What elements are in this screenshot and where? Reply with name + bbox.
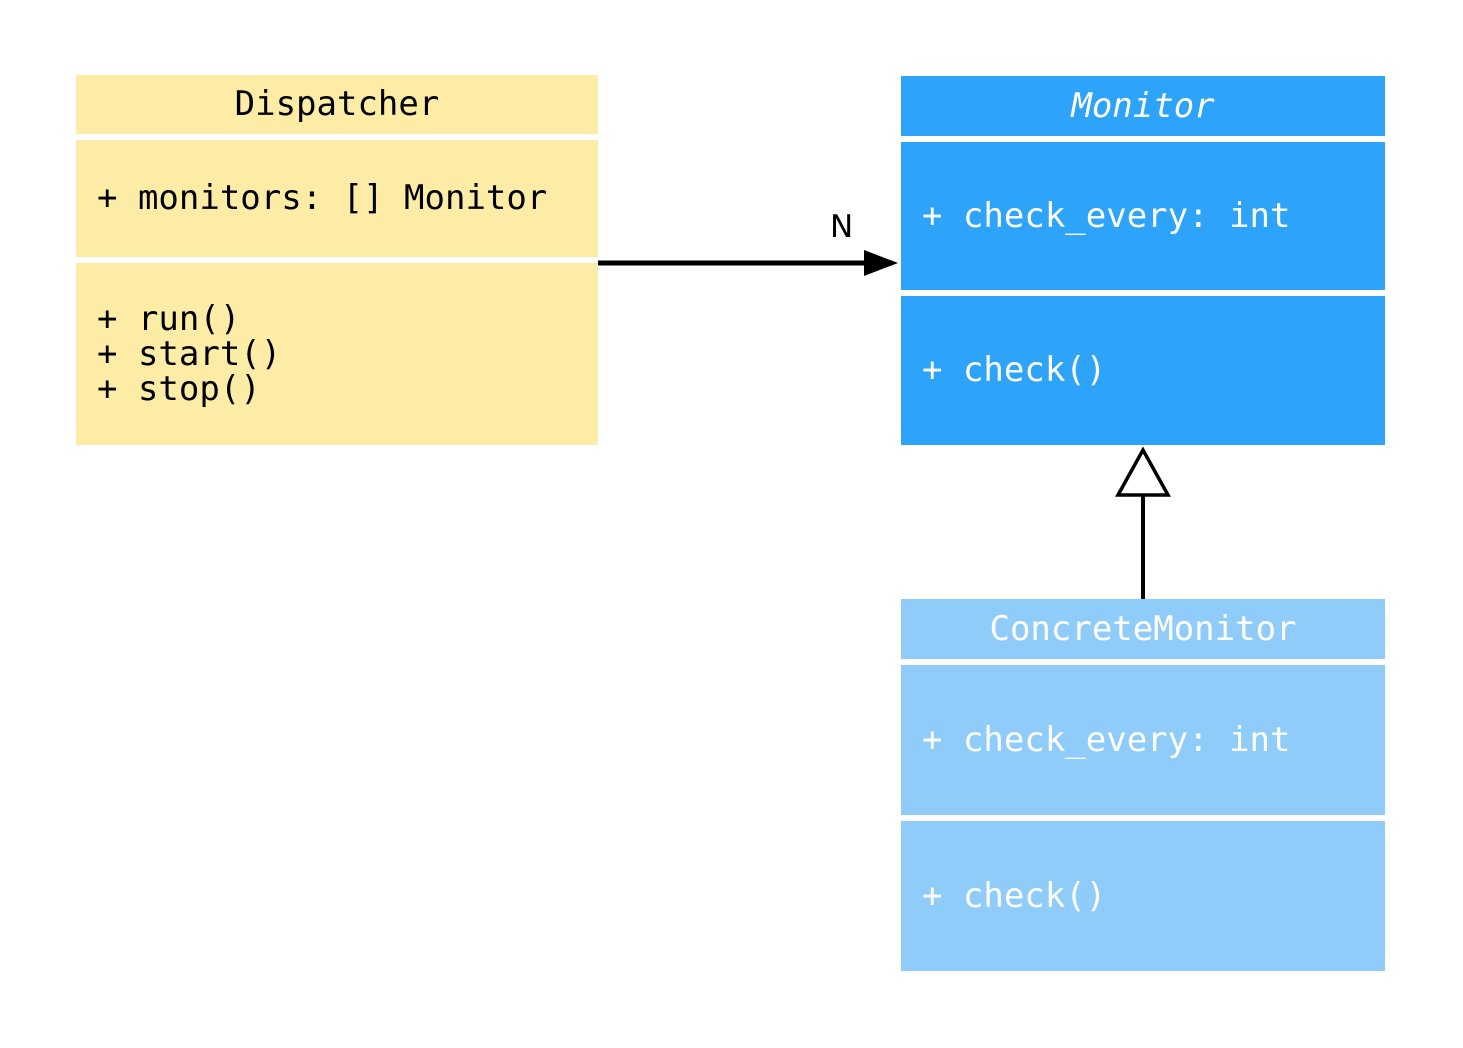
inheritance-arrow-icon [1115, 447, 1171, 599]
class-node-monitor: Monitor + check_every: int + check() [901, 76, 1385, 445]
attribute-entry: + monitors: [] Monitor [97, 178, 548, 218]
class-title: ConcreteMonitor [989, 608, 1297, 649]
association-arrow-icon [598, 250, 898, 276]
methods-compartment: + check() [901, 296, 1385, 445]
methods-compartment: + check() [901, 821, 1385, 971]
class-header: Monitor [901, 76, 1385, 136]
attributes-compartment: + check_every: int [901, 142, 1385, 290]
class-header: ConcreteMonitor [901, 599, 1385, 659]
method-entry: + check() [922, 350, 1107, 390]
method-entry: + run() [97, 298, 241, 339]
class-node-concrete-monitor: ConcreteMonitor + check_every: int + che… [901, 599, 1385, 971]
methods-compartment: + run() + start() + stop() [76, 263, 598, 445]
method-entry: + check() [922, 875, 1107, 916]
attributes-compartment: + check_every: int [901, 665, 1385, 815]
attributes-compartment: + monitors: [] Monitor [76, 140, 598, 257]
attribute-entry: + check_every: int [922, 719, 1291, 760]
association-multiplicity-label: N [830, 209, 854, 245]
class-node-dispatcher: Dispatcher + monitors: [] Monitor + run(… [76, 75, 598, 445]
method-entry: + stop() [97, 368, 261, 409]
class-title: Dispatcher [234, 84, 440, 124]
class-title: Monitor [1071, 85, 1215, 126]
attribute-entry: + check_every: int [922, 195, 1291, 236]
class-header: Dispatcher [76, 75, 598, 134]
method-entry: + start() [97, 333, 282, 374]
